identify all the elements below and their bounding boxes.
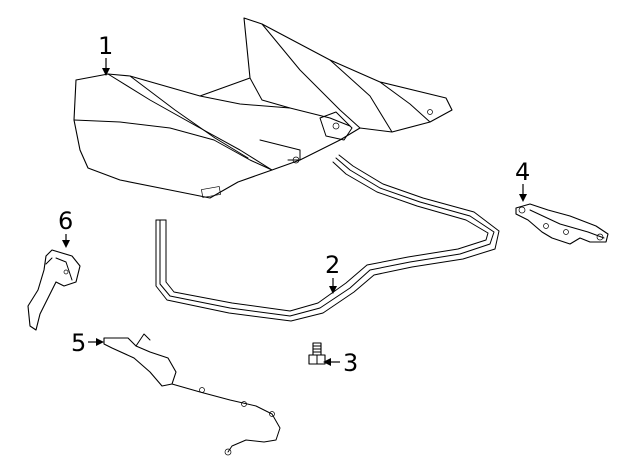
callout-5-label: 5 [71,329,86,357]
callout-6-arrowhead [62,240,70,248]
callout-5-arrowhead [96,338,104,346]
hinge-part [515,203,609,245]
trunk-lid-part [73,17,453,199]
callout-1-arrowhead [102,68,110,76]
callout-2-label: 2 [325,251,340,279]
callout-3-label: 3 [343,349,358,377]
callout-4-arrowhead [519,194,527,202]
bolt-part [308,342,326,365]
callout-4-label: 4 [515,158,530,186]
callout-6-label: 6 [58,207,73,235]
callout-1: 1 [98,32,113,76]
callout-4: 4 [515,158,530,202]
callout-2: 2 [325,251,340,294]
weatherstrip-part [155,154,500,322]
callout-1-label: 1 [98,32,113,60]
callout-3-arrowhead [323,358,331,366]
callout-6: 6 [58,207,73,248]
bracket-part [27,249,81,331]
callout-3: 3 [323,349,358,377]
release-cable-part [103,333,281,456]
callout-2-arrowhead [329,286,337,294]
callout-5: 5 [71,329,104,357]
